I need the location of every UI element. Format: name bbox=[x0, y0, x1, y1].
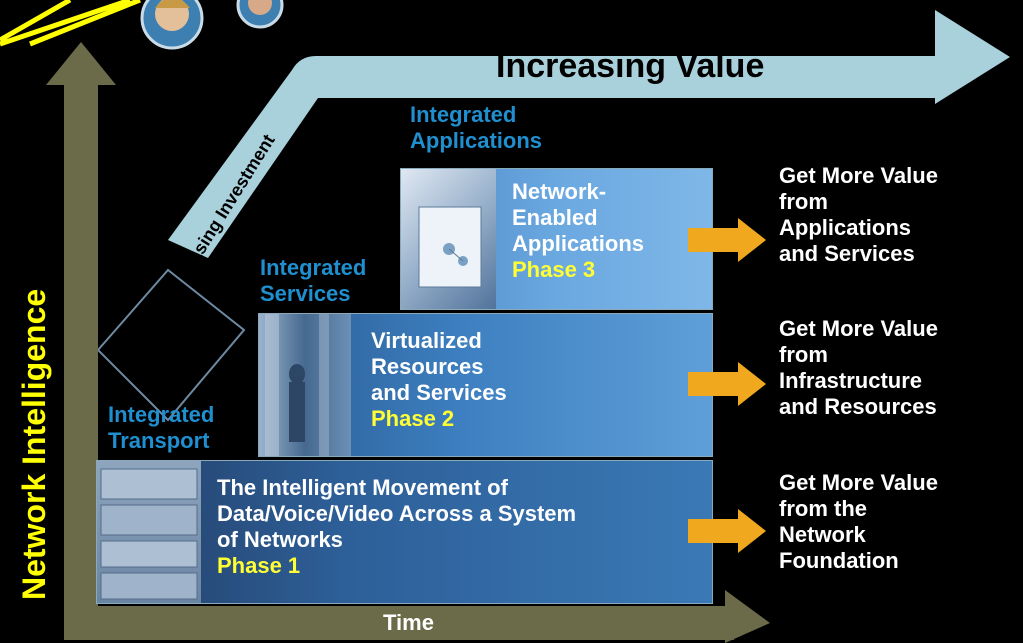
phase-2-text: Virtualized Resources and Services Phase… bbox=[371, 328, 507, 431]
phase-1-text: The Intelligent Movement of Data/Voice/V… bbox=[217, 475, 577, 578]
category-applications: Integrated Applications bbox=[410, 102, 543, 153]
x-axis-label: Time bbox=[383, 610, 434, 635]
phase-3-box: Network- Enabled Applications Phase 3 bbox=[400, 168, 713, 310]
diamond-shape bbox=[96, 268, 246, 422]
value-arrow bbox=[168, 10, 1010, 258]
datacenter-photo bbox=[259, 314, 351, 456]
benefit-arrow-1 bbox=[688, 509, 766, 553]
category-services: Integrated Services bbox=[260, 255, 367, 306]
phase-1-box: The Intelligent Movement of Data/Voice/V… bbox=[96, 460, 713, 604]
y-axis bbox=[64, 80, 98, 640]
decor-lines bbox=[0, 0, 141, 47]
benefit-arrow-2 bbox=[688, 362, 766, 406]
increasing-value-label: Increasing Value bbox=[496, 47, 765, 85]
phase-3-label: Phase 3 bbox=[512, 257, 596, 282]
benefit-text-2: Get More Value from Infrastructure and R… bbox=[779, 316, 938, 419]
phase-2-label: Phase 2 bbox=[371, 406, 455, 431]
tablet-photo bbox=[401, 169, 496, 309]
server-rack-photo bbox=[97, 461, 201, 603]
y-axis-label: Network Intelligence bbox=[16, 288, 52, 600]
benefit-text-1: Get More Value from the Network Foundati… bbox=[779, 470, 938, 573]
category-transport: Integrated Transport bbox=[108, 402, 215, 453]
phase-3-text: Network- Enabled Applications Phase 3 bbox=[512, 179, 645, 282]
phase-2-box: Virtualized Resources and Services Phase… bbox=[258, 313, 713, 457]
benefit-arrow-3 bbox=[688, 218, 766, 262]
x-axis bbox=[64, 606, 734, 640]
y-axis-arrowhead bbox=[46, 42, 116, 85]
phase-1-label: Phase 1 bbox=[217, 553, 301, 578]
x-axis-arrowhead bbox=[725, 590, 770, 643]
benefit-text-3: Get More Value from Applications and Ser… bbox=[779, 163, 938, 266]
